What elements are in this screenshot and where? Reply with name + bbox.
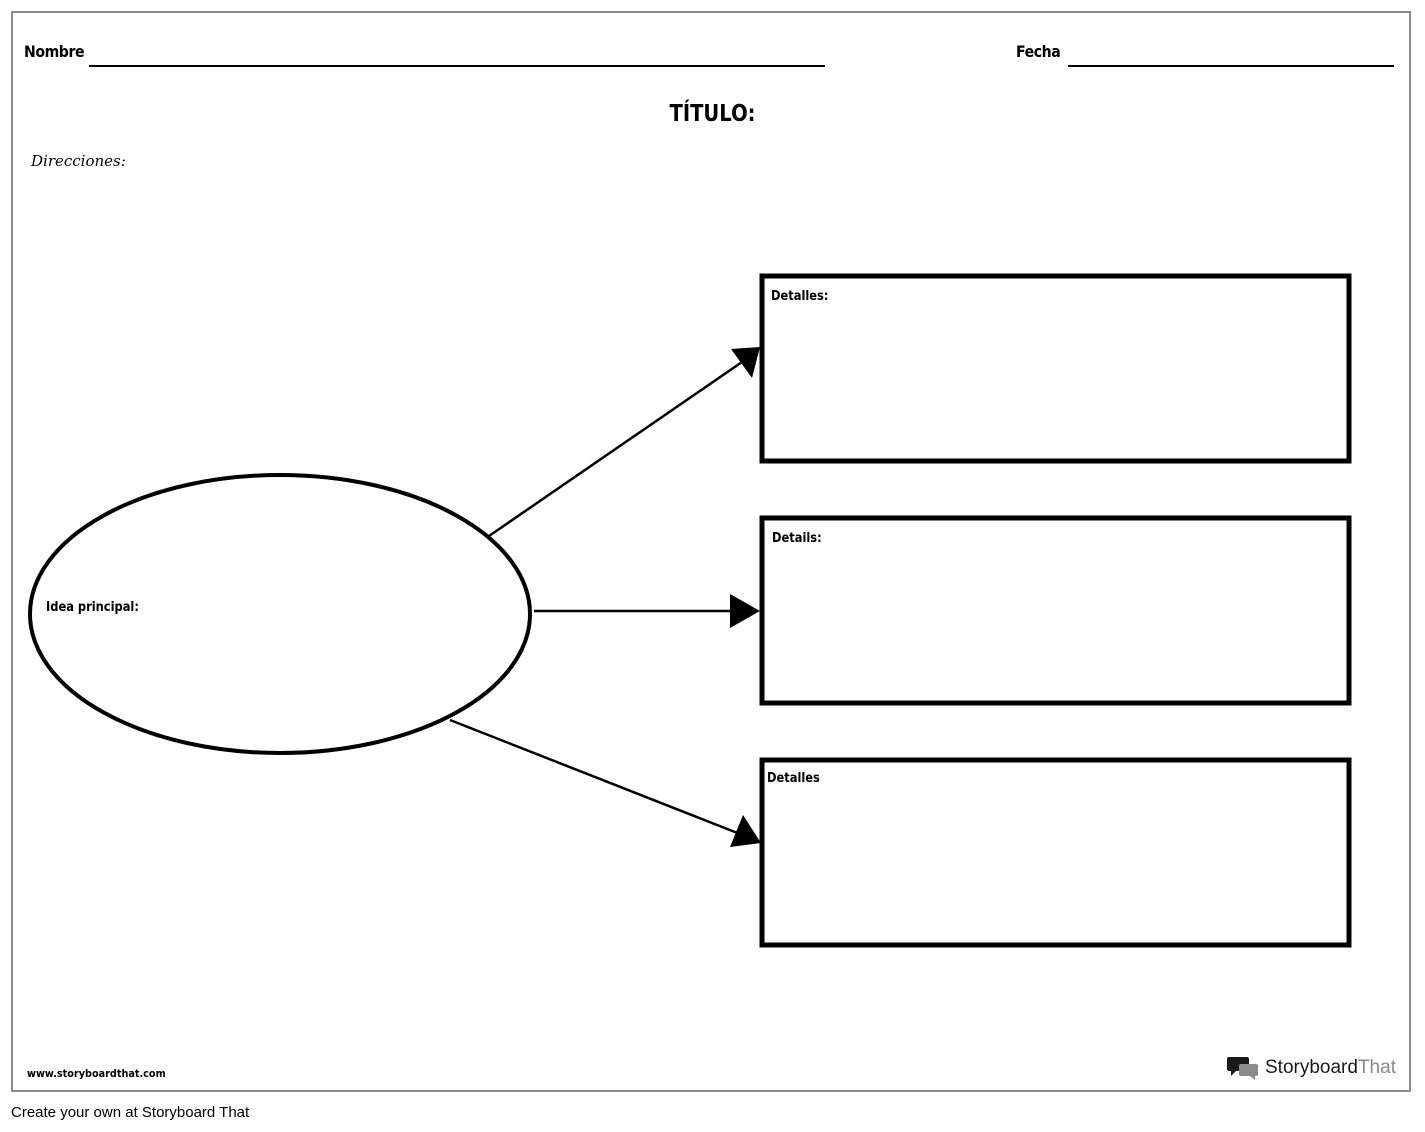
- detail-box-2: [759, 515, 1352, 706]
- storyboardthat-logo: StoryboardThat: [1227, 1055, 1396, 1081]
- name-line: [89, 65, 825, 67]
- detail-box-1: [759, 273, 1352, 464]
- detail-box-1-label: Detalles:: [771, 289, 829, 304]
- arrow-to-detail-3: [449, 718, 761, 847]
- name-label: Nombre: [24, 42, 85, 61]
- directions-label: Direcciones:: [31, 152, 126, 170]
- speech-bubbles-icon: [1227, 1057, 1258, 1080]
- detail-box-3-label: Detalles: [767, 771, 820, 786]
- arrow-to-detail-2: [534, 594, 760, 628]
- main-idea-ellipse: [28, 473, 532, 755]
- arrow-to-detail-1: [488, 347, 760, 538]
- website-url: www.storyboardthat.com: [27, 1067, 166, 1080]
- date-line: [1068, 65, 1394, 67]
- create-your-own-link[interactable]: Create your own at Storyboard That: [11, 1104, 250, 1121]
- brand-word-storyboard: Storyboard: [1265, 1057, 1358, 1078]
- detail-box-3: [759, 757, 1352, 948]
- brand-word-that: That: [1357, 1057, 1396, 1078]
- date-label: Fecha: [1016, 42, 1061, 61]
- detail-box-2-label: Details:: [772, 531, 822, 546]
- page-title: TÍTULO:: [669, 101, 756, 127]
- main-idea-label: Idea principal:: [46, 600, 139, 615]
- brand-wordmark: StoryboardThat: [1265, 1057, 1396, 1079]
